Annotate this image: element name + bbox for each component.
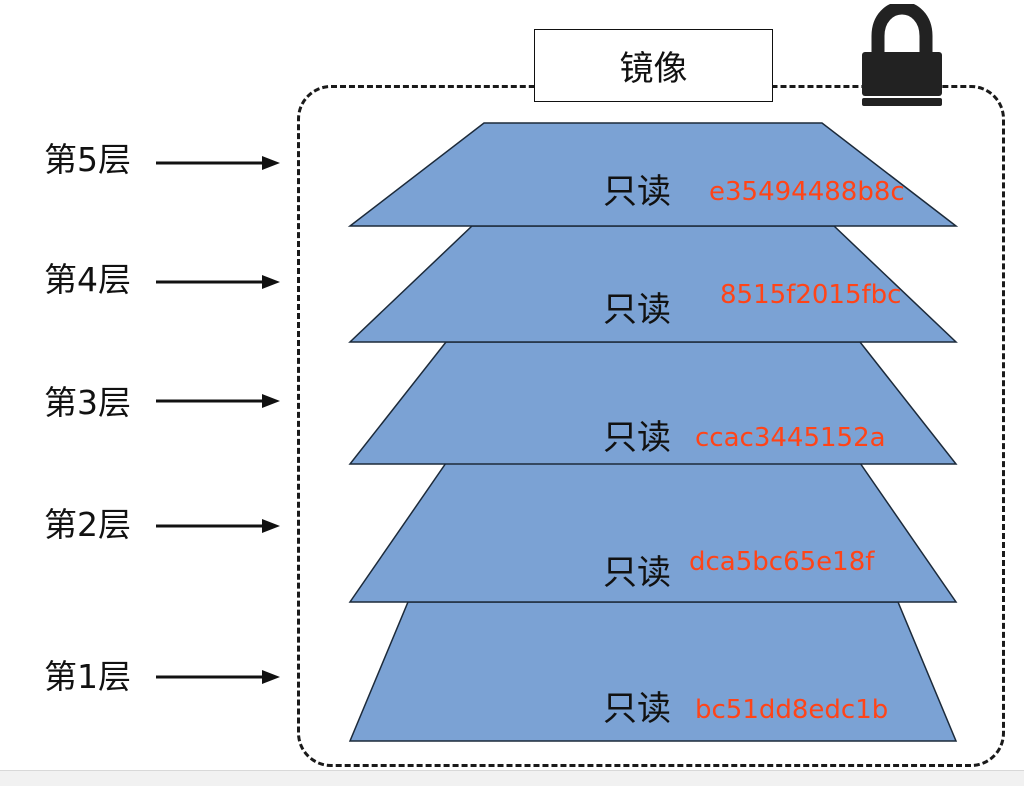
layer-4-id: 8515f2015fbc — [720, 280, 902, 310]
layer-2-readonly: 只读 — [603, 553, 671, 593]
layer-5-id: e35494488b8c — [709, 177, 905, 207]
layer-3-readonly: 只读 — [603, 418, 671, 458]
image-title: 镜像 — [619, 49, 688, 89]
layer-4-label: 第4层 — [44, 260, 131, 299]
layer-2-label: 第2层 — [44, 505, 131, 544]
image-title-box: 镜像 — [534, 29, 773, 102]
layer-1-id: bc51dd8edc1b — [695, 695, 889, 725]
right-arrow-icon — [156, 156, 280, 170]
right-arrow-icon — [156, 394, 280, 408]
layer-3-label: 第3层 — [44, 383, 131, 422]
layer-1-readonly: 只读 — [603, 689, 671, 729]
layer-5-shape — [347, 122, 959, 227]
layer-5-readonly: 只读 — [603, 172, 671, 212]
layer-5-label: 第5层 — [44, 140, 131, 179]
window-bottom-edge — [0, 770, 1024, 786]
padlock-icon — [858, 1, 946, 112]
layer-1-label: 第1层 — [44, 657, 131, 696]
right-arrow-icon — [156, 519, 280, 533]
right-arrow-icon — [156, 670, 280, 684]
layer-2-id: dca5bc65e18f — [689, 547, 875, 577]
right-arrow-icon — [156, 275, 280, 289]
layer-4-readonly: 只读 — [603, 290, 671, 330]
layer-3-id: ccac3445152a — [695, 423, 886, 453]
